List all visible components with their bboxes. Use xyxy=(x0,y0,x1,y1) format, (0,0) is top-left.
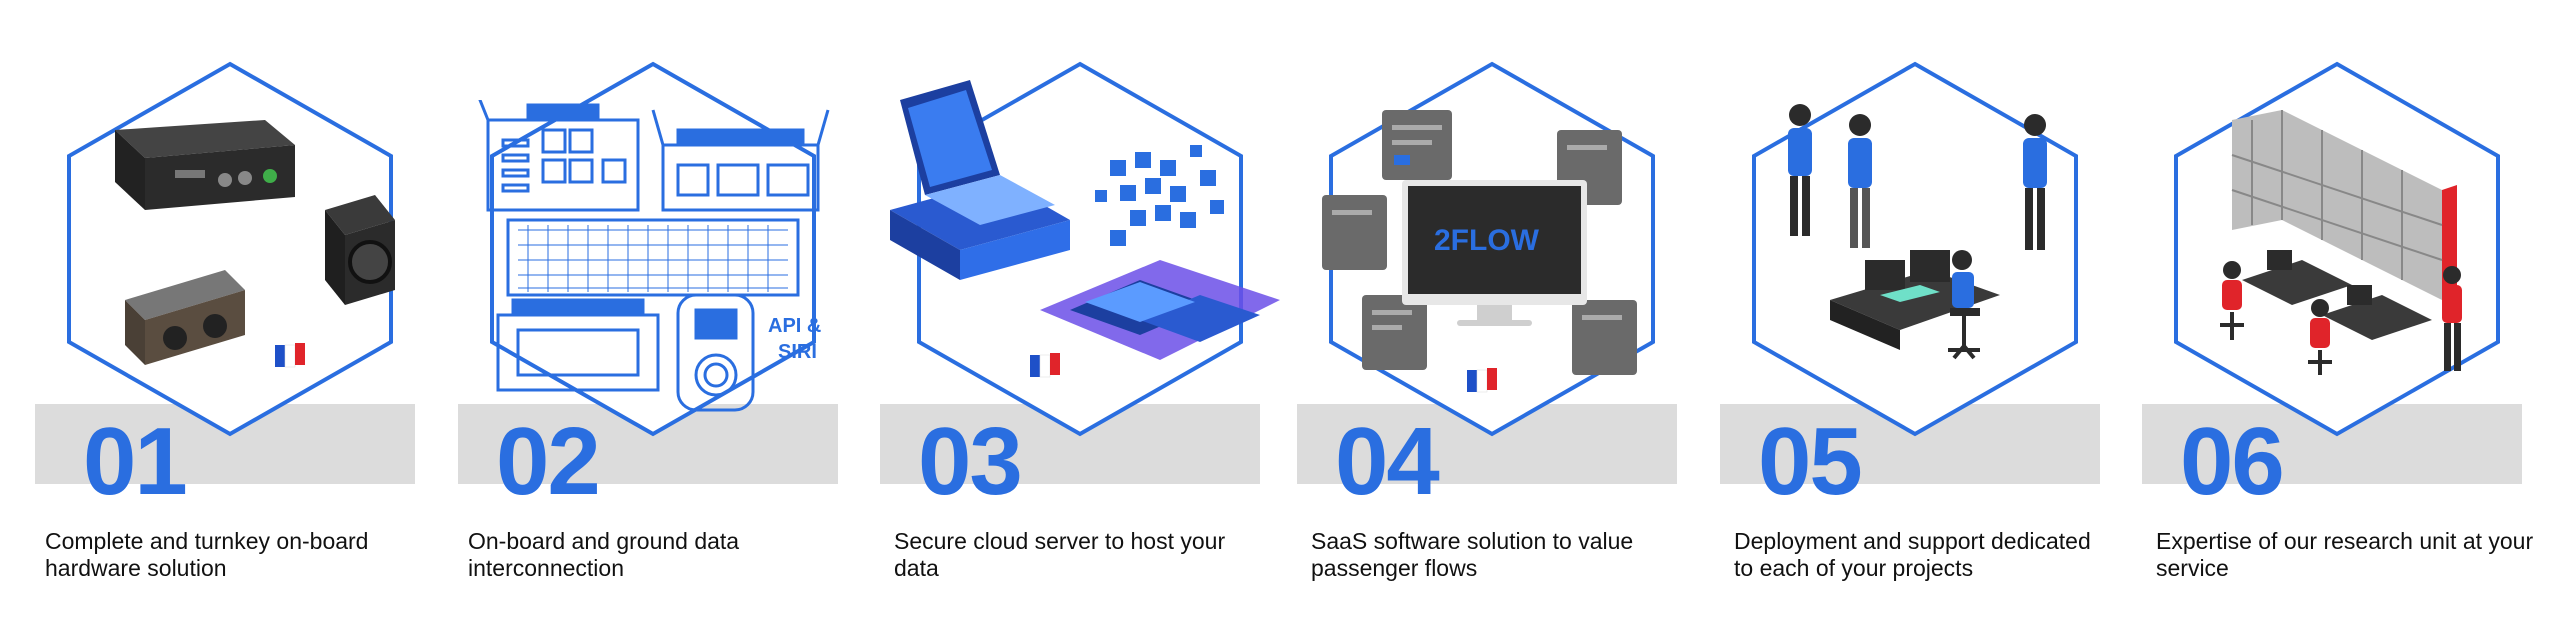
svg-text:SIRI: SIRI xyxy=(778,341,817,363)
saas-dashboard-icon: 2FLOW xyxy=(1322,110,1637,393)
api-siri-badge: API & xyxy=(768,315,821,337)
step-card-02: API & SIRI 02 On-board and ground data i… xyxy=(458,0,878,635)
step-number: 06 xyxy=(2180,408,2285,515)
step-number: 05 xyxy=(1758,408,1863,515)
data-interconnection-icon: API & SIRI xyxy=(478,100,830,412)
step-number: 02 xyxy=(496,408,601,515)
step-caption: Deployment and support dedicated to each… xyxy=(1734,528,2091,581)
step-caption: Expertise of our research unit at your s… xyxy=(2156,528,2534,581)
hexagon-frame xyxy=(1752,61,2078,437)
research-lab-icon xyxy=(2220,110,2462,375)
step-card-06: 06 Expertise of our research unit at you… xyxy=(2142,0,2560,635)
cloud-server-icon xyxy=(890,80,1280,378)
step-card-03: 03 Secure cloud server to host your data xyxy=(880,0,1300,635)
step-caption: Secure cloud server to host your data xyxy=(894,528,1226,581)
step-number: 01 xyxy=(83,408,188,515)
step-card-05: 05 Deployment and support dedicated to e… xyxy=(1720,0,2140,635)
step-caption: Complete and turnkey on-board hardware s… xyxy=(45,528,369,581)
hardware-devices-icon xyxy=(115,120,395,368)
step-caption: On-board and ground data interconnection xyxy=(468,528,740,581)
support-team-icon xyxy=(1788,104,2047,360)
step-caption: SaaS software solution to value passenge… xyxy=(1311,528,1634,581)
step-number: 04 xyxy=(1335,408,1440,515)
step-number: 03 xyxy=(918,408,1023,515)
2flow-screen-logo: 2FLOW xyxy=(1434,224,1540,257)
hexagon-frame xyxy=(490,61,816,437)
step-card-01: 01 Complete and turnkey on-board hardwar… xyxy=(35,0,455,635)
step-card-04: 2FLOW 04 SaaS software solution to value… xyxy=(1297,0,1717,635)
